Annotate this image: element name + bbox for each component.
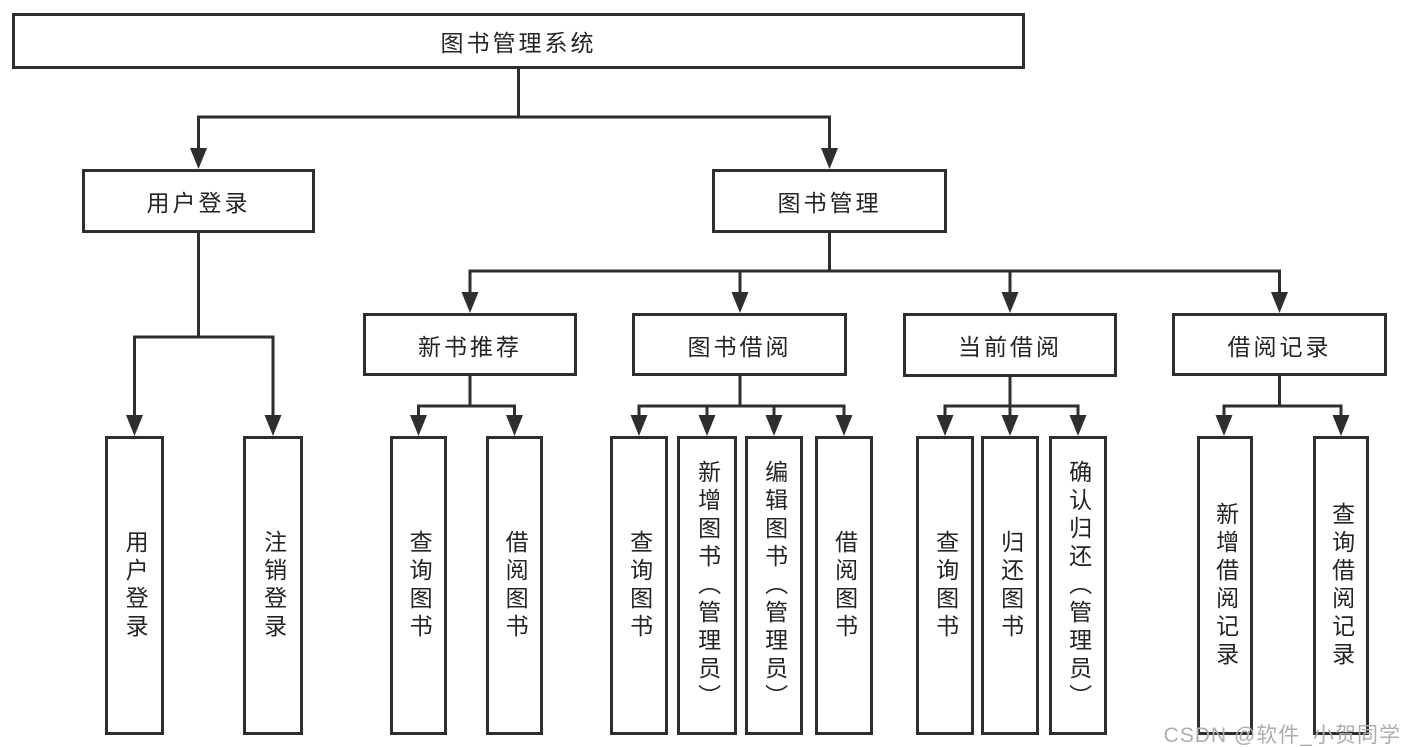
node-user-login-label: 用户登录 [146, 190, 251, 216]
leaf-borrow-books-recommend: 借阅图书 [486, 436, 543, 735]
leaf-add-borrow-record-label: 新增借阅记录 [1212, 501, 1239, 670]
node-new-book-recommend-label: 新书推荐 [418, 333, 522, 360]
node-current-borrow-label: 当前借阅 [958, 334, 1062, 360]
leaf-add-book-admin-label: 新增图书（管理员） [694, 459, 721, 712]
node-current-borrow: 当前借阅 [903, 313, 1117, 377]
node-root: 图书管理系统 [12, 13, 1025, 69]
leaf-add-borrow-record: 新增借阅记录 [1197, 436, 1253, 735]
node-new-book-recommend: 新书推荐 [363, 313, 577, 376]
leaf-edit-book-admin: 编辑图书（管理员） [745, 436, 803, 735]
leaf-logout: 注销登录 [243, 436, 303, 735]
node-borrow-records: 借阅记录 [1172, 313, 1387, 376]
leaf-borrow-books-label: 借阅图书 [831, 529, 858, 642]
connector-current-borrow-children [943, 374, 1080, 419]
leaf-add-book-admin: 新增图书（管理员） [677, 436, 737, 735]
leaf-query-books-current: 查询图书 [916, 436, 974, 735]
node-book-borrow: 图书借阅 [632, 313, 847, 376]
leaf-query-books-borrow-label: 查询图书 [626, 529, 653, 642]
csdn-watermark: CSDN @软件_小贺同学 [1163, 724, 1401, 747]
leaf-borrow-books: 借阅图书 [815, 436, 873, 735]
leaf-user-login: 用户登录 [105, 436, 164, 735]
node-user-login: 用户登录 [82, 169, 315, 233]
leaf-logout-label: 注销登录 [260, 529, 287, 642]
leaf-query-borrow-record-label: 查询借阅记录 [1328, 501, 1355, 670]
connector-book-management-children [468, 231, 1281, 296]
leaf-edit-book-admin-label: 编辑图书（管理员） [761, 459, 788, 712]
node-book-management: 图书管理 [712, 169, 947, 233]
leaf-borrow-books-recommend-label: 借阅图书 [502, 529, 529, 642]
connector-new-book-children [417, 374, 516, 419]
connector-borrow-records-children [1222, 374, 1343, 419]
connector-root-to-level2 [197, 67, 831, 152]
leaf-query-books-recommend: 查询图书 [390, 436, 447, 735]
leaf-return-book: 归还图书 [981, 436, 1039, 735]
leaf-query-borrow-record: 查询借阅记录 [1313, 436, 1369, 735]
arrowheads [126, 148, 1350, 436]
leaf-query-books-current-label: 查询图书 [932, 529, 959, 642]
leaf-query-books-recommend-label: 查询图书 [406, 529, 433, 642]
connector-user-login-children [133, 231, 275, 419]
leaf-confirm-return-admin: 确认归还（管理员） [1049, 436, 1107, 735]
node-borrow-records-label: 借阅记录 [1227, 333, 1332, 360]
node-book-borrow-label: 图书借阅 [687, 333, 792, 360]
connector-book-borrow-children [637, 374, 846, 419]
leaf-query-books-borrow: 查询图书 [610, 436, 668, 735]
node-book-management-label: 图书管理 [777, 190, 882, 216]
leaf-confirm-return-admin-label: 确认归还（管理员） [1065, 459, 1092, 712]
leaf-user-login-label: 用户登录 [122, 529, 149, 642]
leaf-return-book-label: 归还图书 [997, 529, 1024, 642]
node-root-label: 图书管理系统 [440, 30, 597, 56]
